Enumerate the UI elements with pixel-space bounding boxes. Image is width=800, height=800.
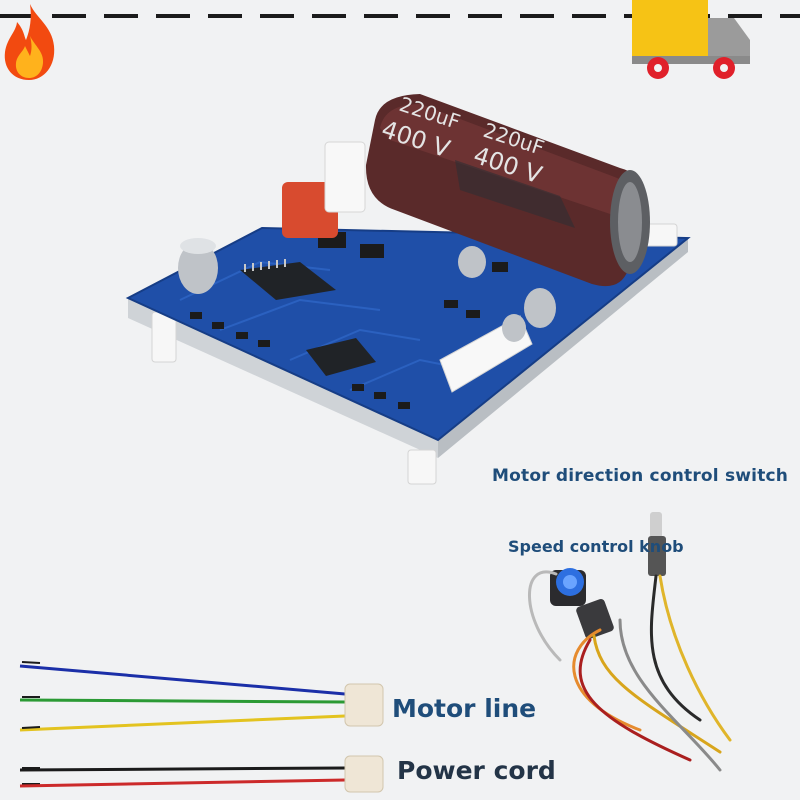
speed-control-knob (550, 568, 614, 639)
film-capacitor (282, 182, 338, 238)
label-speed-knob: Speed control knob (508, 537, 684, 556)
standoff-left (151, 311, 177, 363)
harness-wires (528, 570, 732, 772)
small-capacitor (178, 242, 218, 294)
power-plug (344, 755, 384, 793)
label-direction-switch: Motor direction control switch (492, 466, 789, 486)
wire-end-dashes (21, 661, 41, 785)
standoff-front (407, 449, 437, 485)
fire-icon (4, 4, 55, 80)
motor-plug (344, 683, 384, 727)
direction-switch (648, 512, 666, 576)
board-edge (128, 298, 438, 458)
large-capacitor (365, 94, 650, 287)
delivery-truck-icon (632, 0, 750, 79)
connector-top (324, 141, 366, 213)
power-cord-wires (19, 766, 346, 788)
motor-line-wires (19, 664, 346, 732)
ic-chip-1 (240, 262, 336, 300)
label-power-cord: Power cord (397, 756, 556, 785)
dashed-divider (0, 14, 800, 18)
ic-chip-2 (306, 338, 376, 376)
label-motor-line: Motor line (392, 694, 537, 723)
